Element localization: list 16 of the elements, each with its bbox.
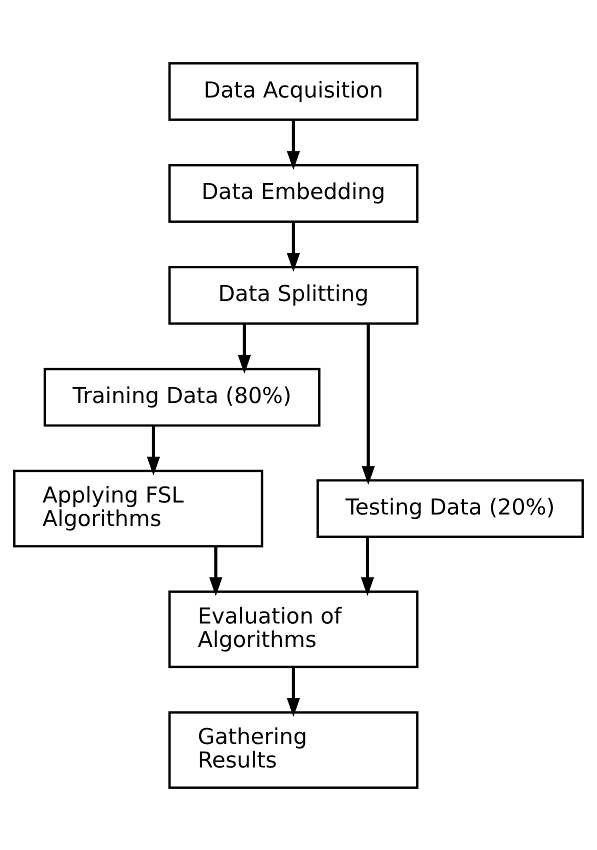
- arrow: [360, 536, 374, 596]
- node-box: Data Acquisition: [168, 62, 418, 120]
- arrow: [209, 546, 222, 596]
- node-box: Testing Data (20%): [316, 478, 584, 538]
- arrow: [238, 323, 251, 374]
- node-box: Gathering Results: [168, 710, 418, 788]
- node-box: Applying FSL Algorithms: [13, 469, 264, 547]
- node-box: Data Splitting: [168, 265, 418, 324]
- arrow: [362, 323, 375, 484]
- node-box: Training Data (80%): [44, 367, 320, 426]
- node-box: Evaluation of Algorithms: [168, 590, 418, 668]
- arrow: [286, 667, 300, 716]
- arrow: [286, 221, 300, 272]
- arrow: [286, 119, 300, 170]
- node-box: Data Embedding: [168, 164, 418, 222]
- arrow: [146, 425, 160, 476]
